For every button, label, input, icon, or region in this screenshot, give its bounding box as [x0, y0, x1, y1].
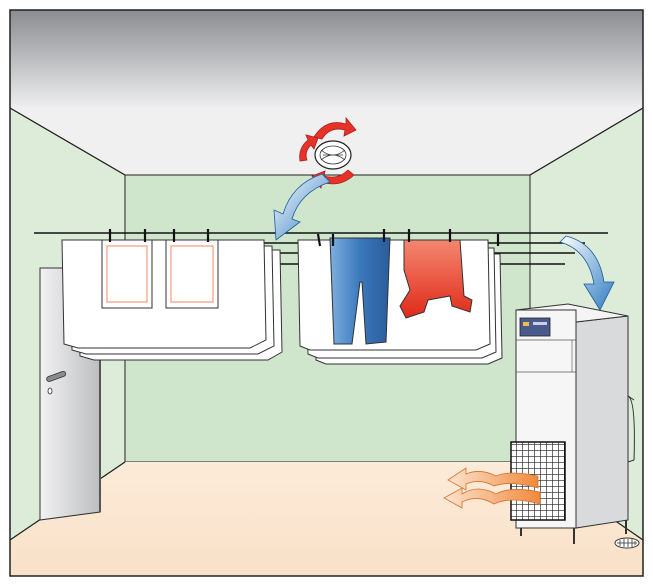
ceiling-fan-icon — [314, 140, 352, 170]
bed-sheet — [61, 239, 267, 349]
ceiling — [10, 10, 643, 108]
dehumidifier-unit — [510, 303, 635, 544]
pillowcase — [165, 239, 219, 309]
door-lock — [47, 387, 53, 395]
jeans — [329, 237, 391, 345]
airflow-arrow-icon — [273, 173, 331, 241]
pillowcase — [101, 239, 153, 309]
room-border — [9, 9, 644, 577]
control-panel — [519, 317, 551, 337]
warm-air-icon — [443, 467, 541, 509]
airflow-arrow-icon — [559, 235, 615, 311]
floor-drain-icon — [614, 537, 640, 549]
door-handle — [46, 371, 67, 382]
shirt — [399, 239, 473, 319]
clothes-pegs — [108, 229, 500, 247]
